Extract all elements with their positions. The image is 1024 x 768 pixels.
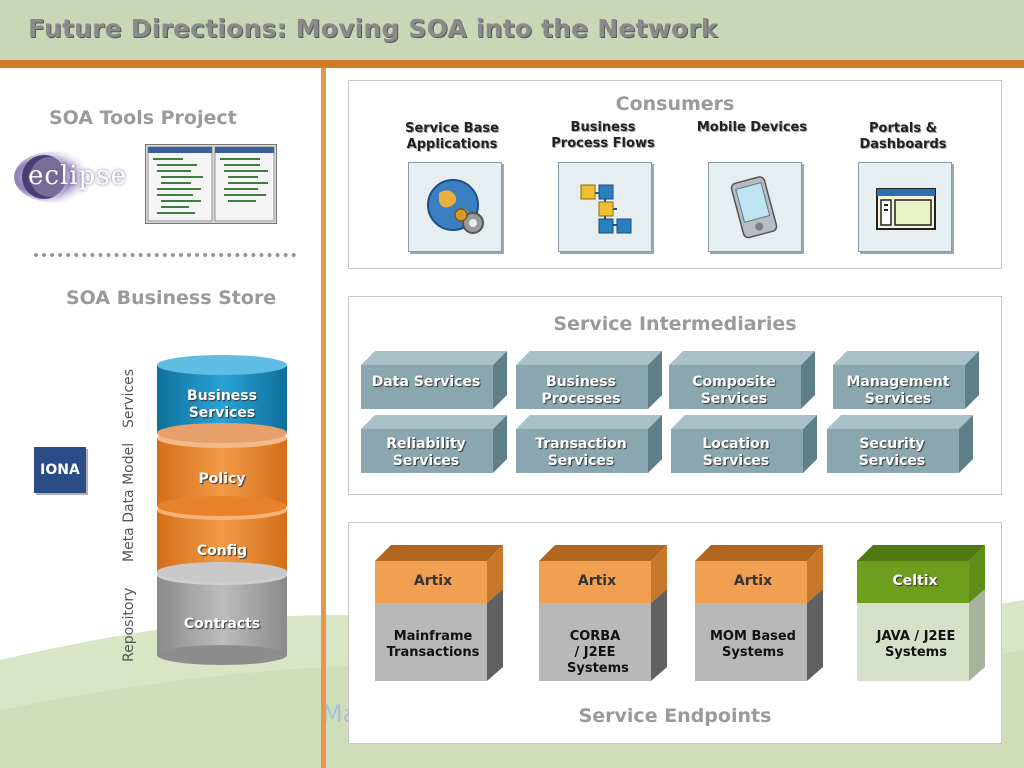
consumers-title: Consumers [615, 93, 735, 115]
endpoint-system-label: CORBA / J2EE Systems [567, 629, 629, 676]
endpoint-adapter-label: Artix [413, 573, 453, 589]
stack-label-contracts: Contracts [183, 616, 261, 632]
intermediary-label: Data Services [371, 374, 481, 390]
header-band: Future Directions: Moving SOA into the N… [0, 0, 1024, 60]
intermediary-label: Management Services [846, 374, 950, 407]
vertical-divider [321, 68, 326, 768]
axis-label-meta-data-model: Meta Data Model [121, 442, 137, 562]
service-endpoints-panel: Service Endpoints Artix Mainframe Transa… [348, 522, 1002, 744]
intermediary-label: Transaction Services [535, 436, 627, 469]
iona-logo-text: IONA [40, 462, 80, 478]
business-services-cylinder [157, 355, 287, 443]
endpoint-corba-j2ee: Artix CORBA / J2EE Systems [539, 545, 669, 685]
consumer-tile-portals-dashboards [858, 162, 952, 252]
stack-label-policy: Policy [198, 471, 246, 487]
service-intermediaries-panel: Service Intermediaries Data Services Bus… [348, 296, 1002, 495]
endpoint-adapter-label: Artix [577, 573, 617, 589]
eclipse-wordmark: eclipse [28, 161, 127, 191]
intermediary-reliability-services: Reliability Services [361, 415, 511, 477]
process-flow-icon [580, 184, 632, 234]
pda-icon [730, 176, 778, 239]
endpoint-mom: Artix MOM Based Systems [695, 545, 825, 685]
section-divider-dotted [34, 253, 296, 257]
intermediary-management-services: Management Services [833, 351, 983, 413]
portal-window-icon [876, 188, 936, 230]
endpoint-system-label: MOM Based Systems [710, 629, 796, 660]
intermediary-composite-services: Composite Services [669, 351, 819, 413]
intermediary-label: Business Processes [541, 374, 621, 407]
consumer-tile-service-base-apps [408, 162, 502, 252]
consumers-panel: Consumers Service Base Applications Busi… [348, 80, 1002, 269]
intermediary-label: Location Services [702, 436, 770, 469]
soa-tools-heading: SOA Tools Project [49, 107, 237, 129]
intermediary-business-processes: Business Processes [516, 351, 666, 413]
endpoint-system-label: Mainframe Transactions [386, 629, 480, 660]
consumer-label-portals-dashboards: Portals & Dashboards [859, 121, 947, 152]
endpoint-java-j2ee: Celtix JAVA / J2EE Systems [857, 545, 987, 685]
stack-label-business-services: Business Services [187, 388, 257, 421]
slide-title: Future Directions: Moving SOA into the N… [28, 14, 718, 43]
intermediary-location-services: Location Services [671, 415, 821, 477]
axis-label-services: Services [121, 368, 137, 428]
intermediary-transaction-services: Transaction Services [516, 415, 666, 477]
iona-logo: IONA [34, 447, 86, 493]
intermediary-label: Security Services [858, 436, 926, 469]
intermediary-security-services: Security Services [827, 415, 977, 477]
soa-business-store-heading: SOA Business Store [66, 287, 277, 309]
service-endpoints-title: Service Endpoints [578, 705, 772, 727]
consumer-label-mobile-devices: Mobile Devices [696, 120, 808, 135]
endpoint-mainframe: Artix Mainframe Transactions [375, 545, 505, 685]
globe-gear-icon [427, 179, 484, 234]
service-intermediaries-title: Service Intermediaries [553, 313, 797, 335]
consumer-label-business-process-flows: Business Process Flows [551, 120, 655, 151]
intermediary-label: Composite Services [692, 374, 776, 407]
endpoint-system-label: JAVA / J2EE Systems [876, 629, 956, 660]
header-accent-bar [0, 60, 1024, 68]
consumer-tile-mobile-devices [708, 162, 802, 252]
consumer-tile-business-process-flows [558, 162, 652, 252]
consumer-label-service-base-apps: Service Base Applications [405, 121, 499, 152]
eclipse-logo [14, 151, 98, 203]
axis-label-repository: Repository [121, 587, 137, 662]
endpoint-adapter-label: Artix [733, 573, 773, 589]
intermediary-data-services: Data Services [361, 351, 511, 413]
endpoint-adapter-label: Celtix [892, 573, 938, 589]
ide-screenshot-thumbnail [145, 144, 277, 224]
stack-label-config: Config [196, 543, 248, 559]
intermediary-label: Reliability Services [386, 436, 466, 469]
repository-cylinder-stack [157, 355, 287, 665]
